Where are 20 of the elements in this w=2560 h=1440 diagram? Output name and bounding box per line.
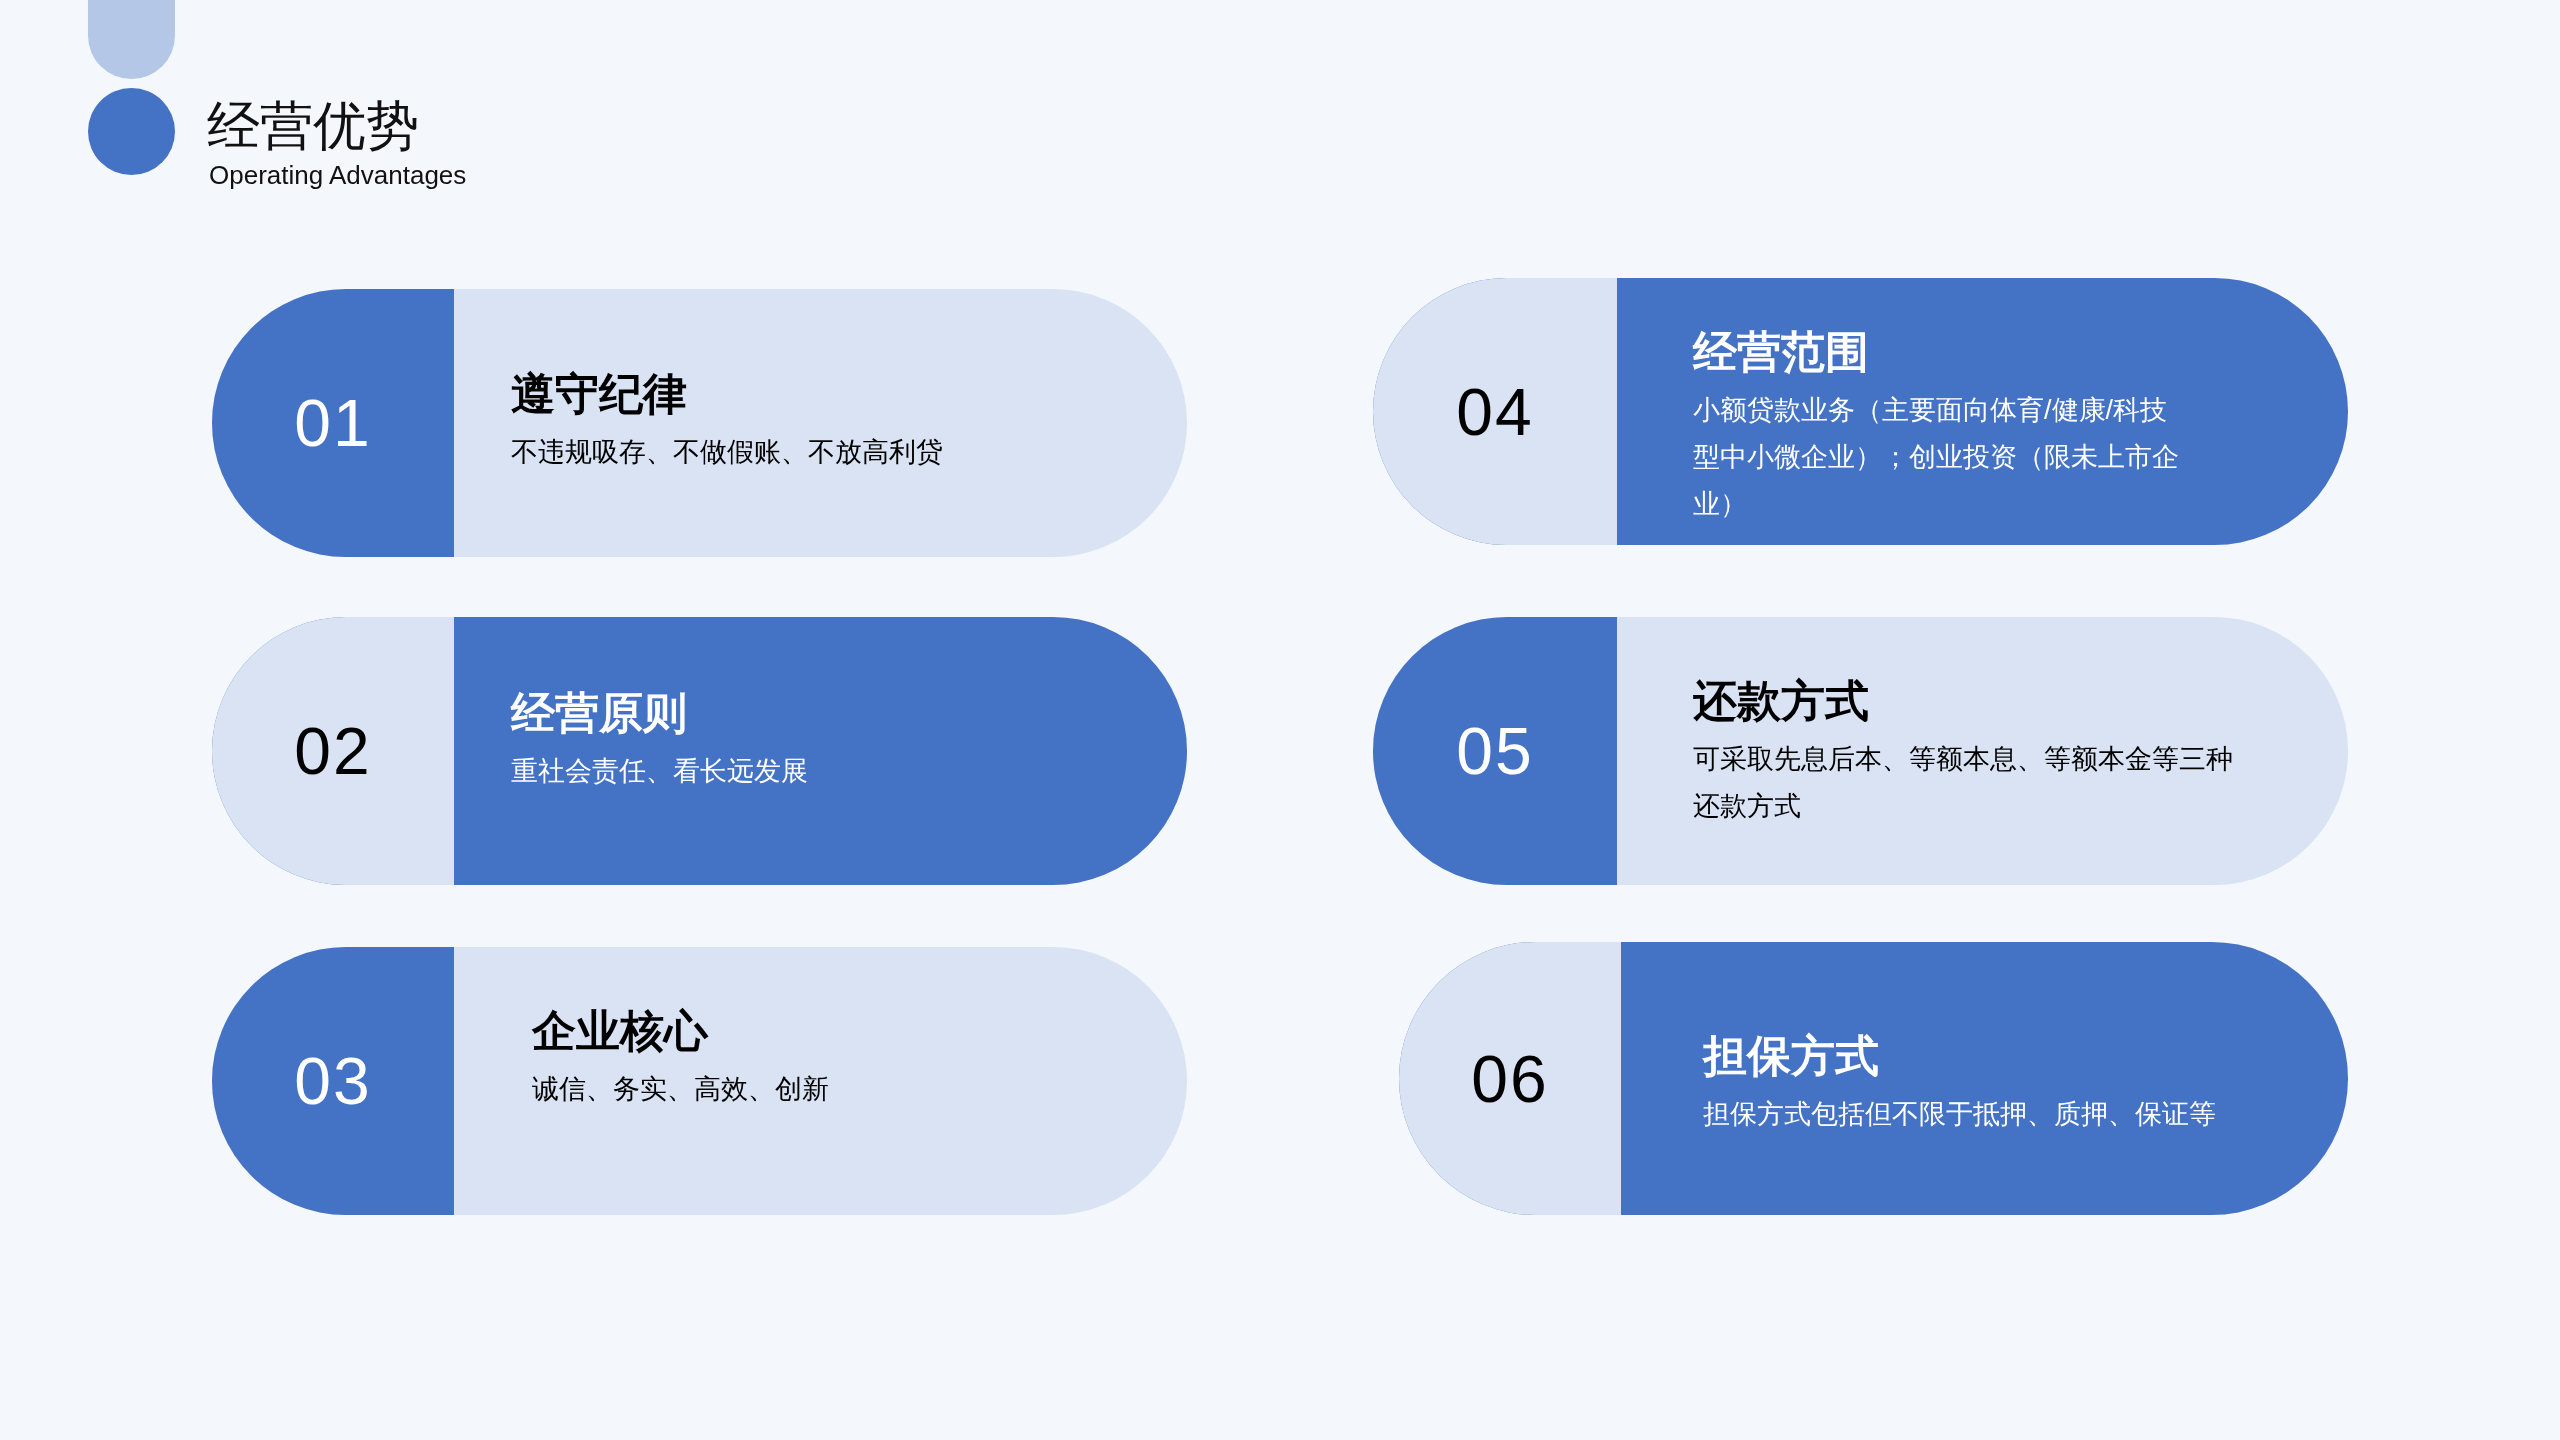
page-title: 经营优势 [207, 95, 419, 157]
number-panel: 01 [212, 289, 454, 557]
page-subtitle: Operating Advantages [209, 160, 467, 191]
card-title: 还款方式 [1693, 675, 1869, 727]
card-text: 诚信、务实、高效、创新 [532, 1073, 829, 1106]
card-title: 遵守纪律 [511, 368, 687, 420]
card-title: 经营范围 [1693, 326, 1869, 378]
card-text: 重社会责任、看长远发展 [511, 755, 808, 788]
card-title: 经营原则 [511, 687, 687, 739]
number-panel: 04 [1373, 278, 1617, 545]
number-panel: 02 [212, 617, 454, 885]
card-title: 担保方式 [1703, 1030, 1879, 1082]
number-panel: 03 [212, 947, 454, 1215]
card-text: 可采取先息后本、等额本息、等额本金等三种还款方式 [1693, 743, 2234, 823]
card-text: 担保方式包括但不限于抵押、质押、保证等 [1703, 1098, 2216, 1131]
number-panel: 05 [1373, 617, 1617, 885]
number-panel: 06 [1399, 942, 1621, 1215]
card-text: 小额贷款业务（主要面向体育/健康/科技型中小微企业）；创业投资（限未上市企业） [1693, 394, 2180, 521]
card-title: 企业核心 [532, 1005, 708, 1057]
card-text: 不违规吸存、不做假账、不放高利贷 [511, 436, 943, 469]
